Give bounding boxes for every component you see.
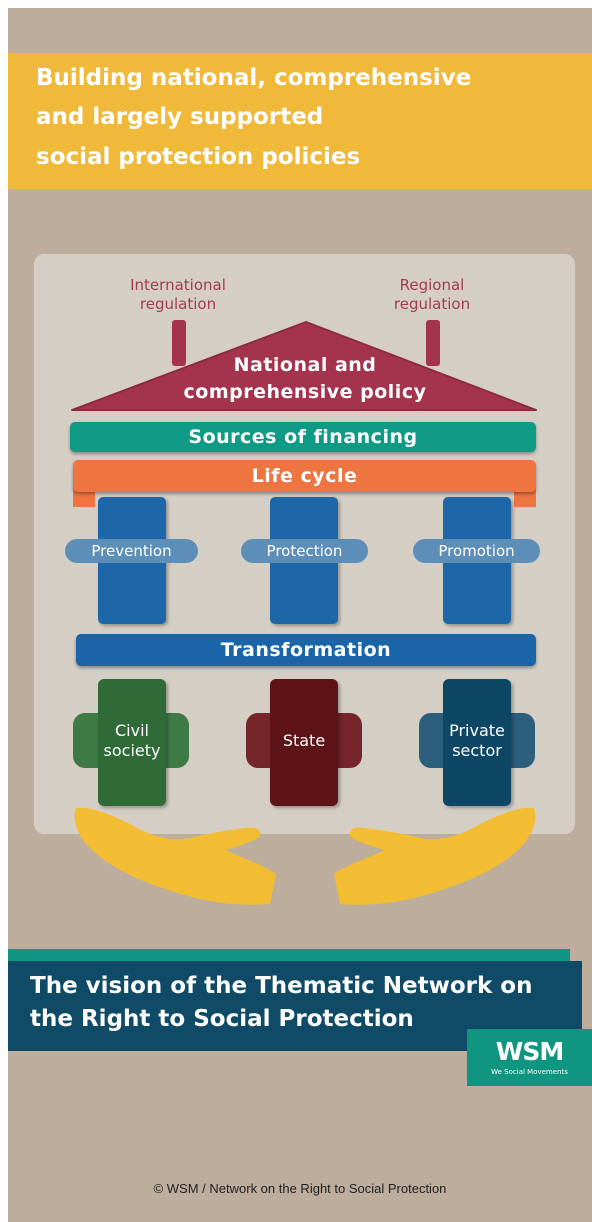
prevention-label: Prevention <box>65 539 198 563</box>
wsm-logo: WSM We Social Movements <box>467 1029 592 1086</box>
life-cycle-right-tab <box>514 487 536 507</box>
state-line-1: State <box>282 731 326 750</box>
international-regulation-line-1: International <box>130 276 226 294</box>
international-regulation-line-2: regulation <box>139 295 217 313</box>
wsm-logo-subtitle: We Social Movements <box>491 1068 568 1076</box>
title-line-3: social protection policies <box>36 144 361 170</box>
wsm-logo-mark: WSM <box>495 1037 564 1066</box>
roof-label: National and comprehensive policy <box>140 352 470 406</box>
vision-line-1: The vision of the Thematic Network on <box>30 973 533 999</box>
life-cycle-bar: Life cycle <box>73 460 536 492</box>
policy-roof <box>71 321 537 411</box>
teal-accent-strip <box>8 949 570 961</box>
regional-regulation-label: Regional regulation <box>372 276 492 314</box>
civil-society-cross <box>98 679 166 806</box>
title-line-1: Building national, comprehensive <box>36 65 472 91</box>
regional-regulation-line-2: regulation <box>393 295 471 313</box>
international-chimney <box>172 320 186 366</box>
civil-society-label: Civil society <box>98 721 166 761</box>
life-cycle-left-tab <box>73 487 95 507</box>
protection-label: Protection <box>241 539 368 563</box>
state-label: State <box>270 731 338 751</box>
vision-line-2: the Right to Social Protection <box>30 1006 414 1032</box>
private-sector-label: Private sector <box>443 721 511 761</box>
civil-society-line-2: society <box>103 741 161 760</box>
promotion-label: Promotion <box>413 539 540 563</box>
right-hand-icon <box>334 807 536 905</box>
title-line-2: and largely supported <box>36 104 324 130</box>
financing-bar: Sources of financing <box>70 422 536 452</box>
regional-regulation-line-1: Regional <box>399 276 465 294</box>
international-regulation-label: International regulation <box>118 276 238 314</box>
private-sector-line-1: Private <box>449 721 505 740</box>
roof-line-2: comprehensive policy <box>183 381 427 403</box>
copyright-text: © WSM / Network on the Right to Social P… <box>153 1181 447 1196</box>
title-banner: Building national, comprehensive and lar… <box>8 53 592 189</box>
private-sector-cross <box>443 679 511 806</box>
civil-society-line-1: Civil <box>115 721 149 740</box>
roof-line-1: National and <box>233 354 377 376</box>
private-sector-line-2: sector <box>452 741 502 760</box>
transformation-bar: Transformation <box>76 634 536 666</box>
regional-chimney <box>426 320 440 366</box>
left-hand-icon <box>74 807 276 905</box>
state-cross <box>270 679 338 806</box>
